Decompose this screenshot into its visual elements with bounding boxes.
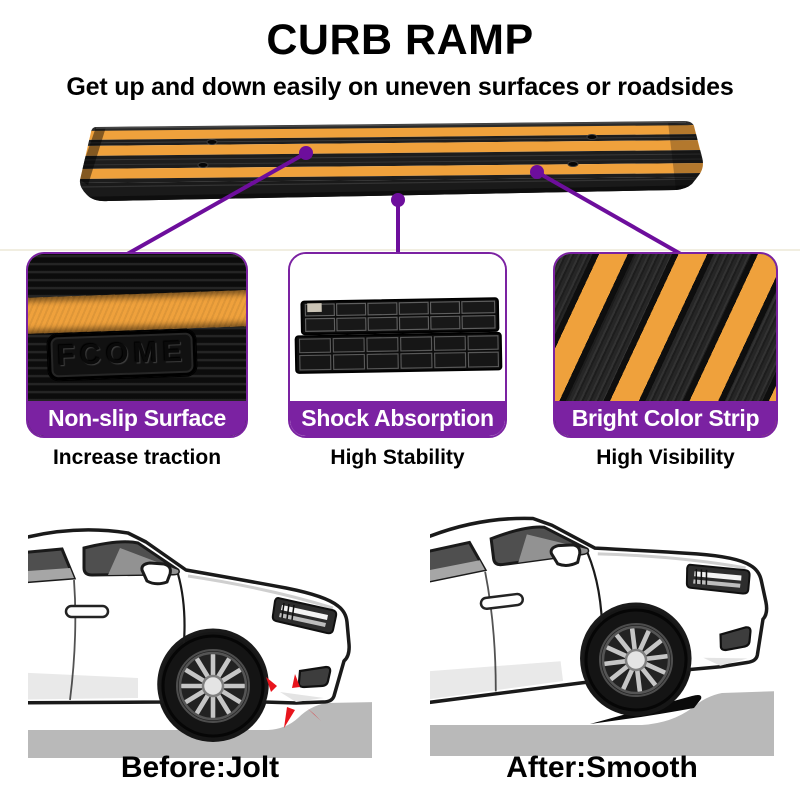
before-label: Before:Jolt (120, 751, 280, 784)
after-scene (430, 504, 774, 756)
page-title: CURB RAMP (266, 16, 534, 64)
curb-ramp-product-image (79, 121, 703, 202)
feature-caption-bright: High Visibility (596, 446, 735, 469)
feature-caption-nonslip: Increase traction (52, 446, 222, 469)
bolt-hole (197, 162, 209, 168)
impact-marks (266, 674, 321, 728)
orange-grip-strip (28, 289, 246, 335)
feature-caption-shock: High Stability (330, 446, 465, 469)
brand-embossed-text: FCOME (56, 336, 188, 373)
label-sticker (307, 303, 322, 313)
bolt-hole (206, 139, 218, 145)
ramp-underside-illustration (294, 297, 503, 374)
bolt-hole (567, 161, 579, 167)
ramp-body (79, 121, 703, 202)
bolt-hole (586, 134, 598, 140)
feature-label-bright: Bright Color Strip (555, 401, 776, 436)
subtitle: Get up and down easily on uneven surface… (66, 73, 734, 101)
feature-card-bright: Bright Color Strip (553, 252, 778, 438)
feature-label-nonslip: Non-slip Surface (28, 401, 246, 436)
curb-ground (430, 691, 774, 756)
feature-card-shock: Shock Absorption (288, 252, 507, 438)
feature-label-shock: Shock Absorption (290, 401, 505, 436)
after-label: After:Smooth (506, 751, 698, 784)
brand-plate: FCOME (46, 329, 197, 381)
before-scene (28, 506, 372, 758)
feature-card-nonslip: FCOME Non-slip Surface (26, 252, 248, 438)
section-divider (0, 249, 800, 251)
